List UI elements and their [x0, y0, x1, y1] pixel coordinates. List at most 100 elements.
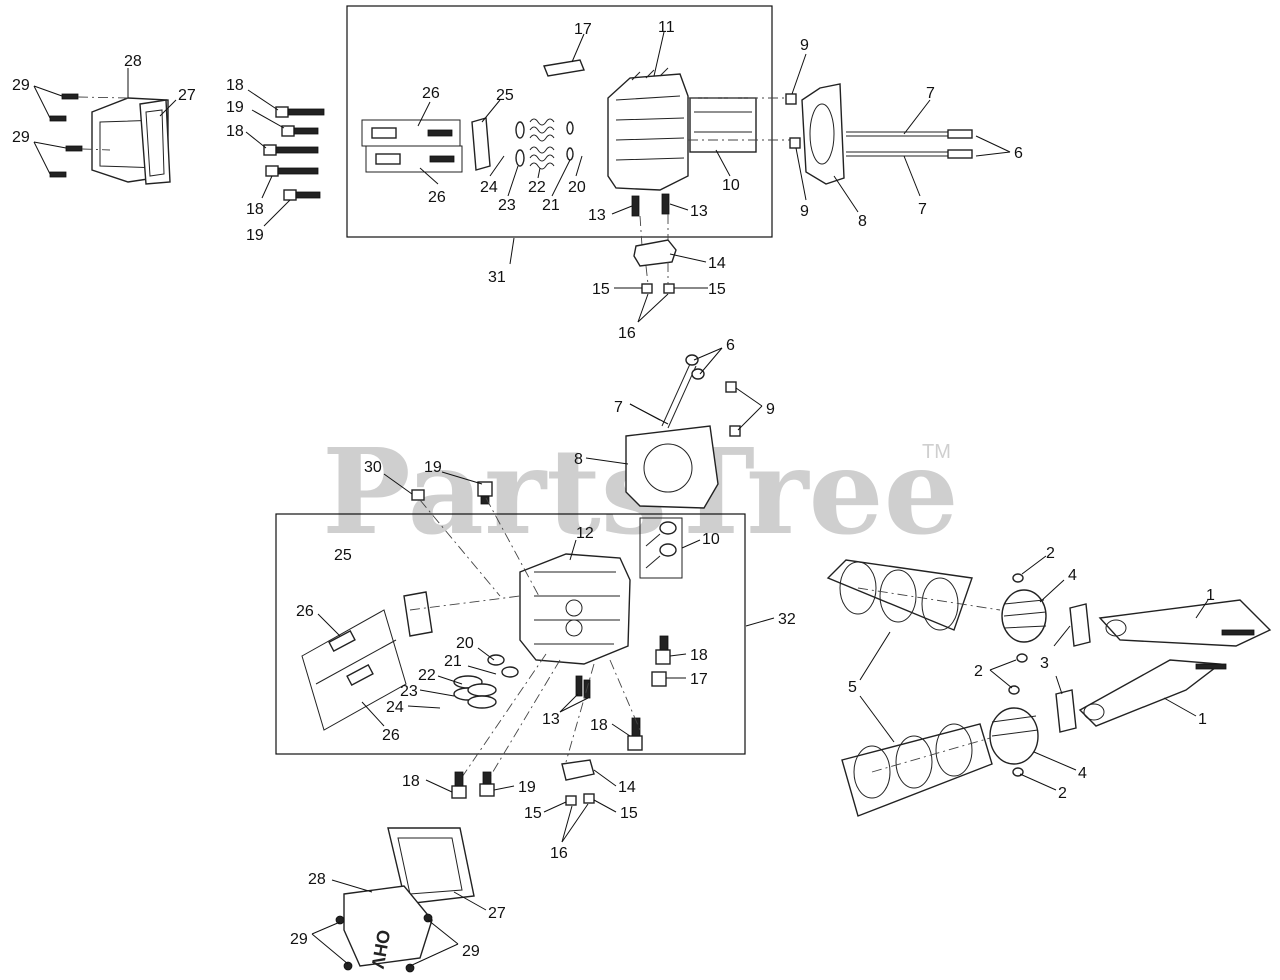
callout-28-bottom: 28 [308, 871, 326, 888]
callout-12: 12 [576, 525, 594, 542]
watermark-trademark: TM [922, 441, 951, 463]
callout-29-top-a: 29 [12, 77, 30, 94]
rocker-arms-middle [301, 609, 407, 731]
dowel-pin-lower [789, 137, 801, 149]
callout-13-mid: 13 [542, 711, 560, 728]
callout-8-mid: 8 [574, 451, 583, 468]
callout-22-mid: 22 [418, 667, 436, 684]
callout-15-top-a: 15 [592, 281, 610, 298]
callout-2-c: 2 [1058, 785, 1067, 802]
callout-6-top: 6 [1014, 145, 1023, 162]
piston-rings-lower [841, 723, 993, 817]
plug-30 [411, 489, 425, 501]
callout-20-top: 20 [568, 179, 586, 196]
callout-22-top: 22 [528, 179, 546, 196]
bolt-19-bottom [479, 771, 495, 797]
rocker-arms-top [361, 119, 463, 173]
head-bolts-column [263, 106, 325, 201]
callout-31: 31 [488, 269, 506, 286]
bolt-18-bottom [451, 771, 467, 799]
head-gasket-middle [625, 425, 719, 509]
callout-25-top: 25 [496, 87, 514, 104]
callout-25-mid: 25 [334, 547, 352, 564]
studs-middle [575, 675, 591, 699]
callout-10-mid: 10 [702, 531, 720, 548]
rocker-bracket-middle [403, 591, 433, 637]
pushrods-middle [661, 354, 705, 429]
callout-7-mid: 7 [614, 399, 623, 416]
callout-16-top: 16 [618, 325, 636, 342]
valve-cover-gasket-top [139, 99, 171, 185]
callout-16-bottom: 16 [550, 845, 568, 862]
callout-17-top: 17 [574, 21, 592, 38]
callout-1-lower: 1 [1198, 711, 1207, 728]
callout-7-top-a: 7 [926, 85, 935, 102]
callout-15-bottom-b: 15 [620, 805, 638, 822]
callout-19-col-b: 19 [246, 227, 264, 244]
callout-29-bottom-b: 29 [462, 943, 480, 960]
pushrods-top [846, 129, 973, 159]
head-gasket-top [801, 83, 845, 185]
nut-bottom-right [583, 793, 595, 804]
callout-23-mid: 23 [400, 683, 418, 700]
valve-cover-group-top [49, 93, 171, 185]
callout-4-upper: 4 [1068, 567, 1077, 584]
callout-numbers: 28 27 29 29 18 19 18 18 19 26 26 25 24 2… [12, 19, 1215, 960]
callout-29-top-b: 29 [12, 129, 30, 146]
valve-cover-bottom [343, 885, 433, 967]
callout-18-col-a: 18 [226, 77, 244, 94]
callout-26-top-a: 26 [422, 85, 440, 102]
callout-18-bottom: 18 [402, 773, 420, 790]
connecting-rod-lower [1078, 659, 1227, 727]
bolt-19-mid [477, 481, 493, 505]
callout-26-top-b: 26 [428, 189, 446, 206]
head-studs-top [631, 193, 670, 217]
callout-7-top-b: 7 [918, 201, 927, 218]
callout-20-mid: 20 [456, 635, 474, 652]
callout-27-top: 27 [178, 87, 196, 104]
piston-pin-lower [1055, 689, 1077, 733]
connecting-rod-upper [1098, 599, 1272, 647]
callout-23-top: 23 [498, 197, 516, 214]
exhaust-gasket-bottom [561, 759, 595, 781]
callout-19-mid: 19 [424, 459, 442, 476]
callout-8-top: 8 [858, 213, 867, 230]
callout-13-top-a: 13 [588, 207, 606, 224]
valve-cover-group-bottom: OHV [335, 827, 475, 973]
nut-top-left [641, 283, 653, 294]
callout-30: 30 [364, 459, 382, 476]
callout-17-mid: 17 [690, 671, 708, 688]
callout-2-b: 2 [974, 663, 983, 680]
callout-26-mid-b: 26 [382, 727, 400, 744]
valves-box-top [689, 97, 757, 153]
callout-29-bottom-a: 29 [290, 931, 308, 948]
nut-top-right [663, 283, 675, 294]
callout-26-mid-a: 26 [296, 603, 314, 620]
callout-18-mid-a: 18 [690, 647, 708, 664]
piston-pin-upper [1069, 603, 1091, 647]
valve-springs-middle [453, 654, 519, 709]
callout-4-lower: 4 [1078, 765, 1087, 782]
cover-bolts-top [49, 93, 83, 178]
callout-24-mid: 24 [386, 699, 404, 716]
bolt-18-mid-b [627, 717, 643, 751]
nut-bottom-left [565, 795, 577, 806]
cylinder-head-assembly-frame-31 [346, 5, 773, 238]
exhaust-gasket-top [633, 239, 677, 267]
callout-13-top-b: 13 [690, 203, 708, 220]
callout-10-top: 10 [722, 177, 740, 194]
dowel-pin-mid-lower [729, 425, 741, 437]
callout-11: 11 [658, 19, 675, 36]
callout-9-top-a: 9 [800, 37, 809, 54]
callout-9-mid: 9 [766, 401, 775, 418]
dowel-pin-upper [785, 93, 797, 105]
valve-springs-top [515, 118, 574, 170]
cylinder-head-top [607, 67, 689, 191]
callout-27-bottom: 27 [488, 905, 506, 922]
callout-15-bottom-a: 15 [524, 805, 542, 822]
spark-plug-top [543, 59, 585, 77]
callout-19-bottom: 19 [518, 779, 536, 796]
piston-upper [1001, 589, 1047, 643]
callout-2-a: 2 [1046, 545, 1055, 562]
